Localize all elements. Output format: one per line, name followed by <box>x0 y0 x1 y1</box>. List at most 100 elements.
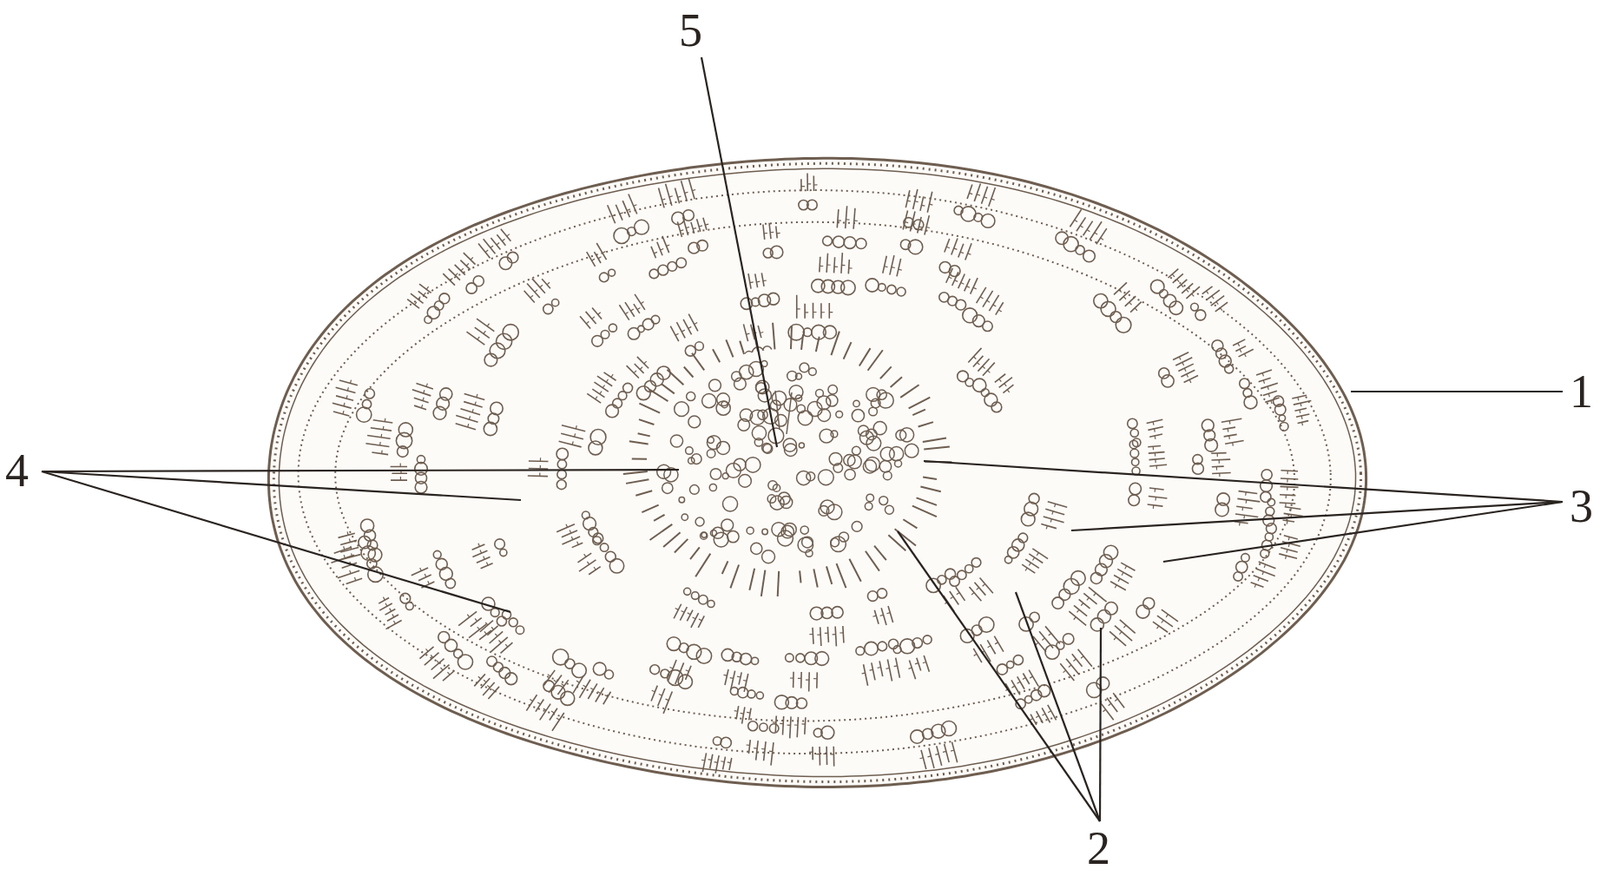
drawing-stroke <box>944 238 950 253</box>
drawing-stroke <box>762 442 772 453</box>
drawing-stroke <box>653 514 665 521</box>
drawing-stroke <box>806 173 809 192</box>
drawing-stroke <box>586 311 597 324</box>
drawing-stroke <box>759 331 764 333</box>
drawing-stroke <box>552 299 560 307</box>
drawing-stroke <box>743 679 747 682</box>
drawing-stroke <box>880 614 884 616</box>
drawing-stroke <box>991 198 995 200</box>
drawing-stroke <box>686 391 696 401</box>
drawing-stroke <box>508 618 518 627</box>
drawing-stroke <box>1286 520 1289 525</box>
drawing-stroke <box>1129 482 1142 495</box>
drawing-stroke <box>362 399 371 409</box>
drawing-stroke <box>884 505 894 514</box>
drawing-stroke <box>1147 426 1164 430</box>
drawing-stroke <box>797 410 813 426</box>
drawing-stroke <box>927 756 931 758</box>
drawing-stroke <box>922 661 927 663</box>
drawing-stroke <box>898 269 903 271</box>
drawing-stroke <box>879 460 891 472</box>
drawing-stroke <box>487 323 489 327</box>
drawing-stroke <box>888 534 906 551</box>
drawing-stroke <box>1205 290 1208 294</box>
drawing-stroke <box>863 664 869 686</box>
drawing-stroke <box>832 236 844 248</box>
drawing-stroke <box>1185 289 1189 292</box>
drawing-stroke <box>546 282 550 285</box>
drawing-stroke <box>609 559 624 573</box>
drawing-stroke <box>973 356 976 360</box>
drawing-stroke <box>796 717 798 738</box>
drawing-stroke <box>464 393 486 400</box>
drawing-stroke <box>414 302 416 305</box>
drawing-stroke <box>436 660 440 664</box>
drawing-stroke <box>1149 464 1167 467</box>
drawing-stroke <box>823 325 837 339</box>
drawing-stroke <box>487 684 490 688</box>
drawing-stroke <box>683 210 695 222</box>
drawing-stroke <box>381 450 383 455</box>
drawing-stroke <box>393 620 396 624</box>
drawing-stroke <box>586 393 601 403</box>
drawing-stroke <box>1011 685 1014 688</box>
drawing-stroke <box>813 184 817 185</box>
drawing-stroke <box>922 635 932 645</box>
drawing-stroke <box>1258 561 1277 569</box>
drawing-stroke <box>923 655 929 672</box>
drawing-stroke <box>684 587 692 595</box>
drawing-stroke <box>811 746 814 760</box>
drawing-stroke <box>829 311 833 313</box>
drawing-stroke <box>1297 421 1310 424</box>
drawing-stroke <box>526 694 537 711</box>
drawing-stroke <box>869 669 874 672</box>
drawing-stroke <box>867 591 878 602</box>
drawing-stroke <box>1123 625 1126 628</box>
drawing-stroke <box>1260 491 1271 502</box>
drawing-stroke <box>688 177 695 199</box>
drawing-stroke <box>1117 568 1133 578</box>
leader-line <box>1071 501 1563 531</box>
drawing-stroke <box>837 219 842 222</box>
drawing-stroke <box>1083 592 1097 604</box>
drawing-stroke <box>1181 283 1193 293</box>
drawing-stroke <box>1089 221 1102 240</box>
drawing-stroke <box>1106 697 1118 712</box>
drawing-stroke <box>779 723 784 725</box>
drawing-stroke <box>547 674 551 677</box>
drawing-stroke <box>660 249 665 251</box>
drawing-stroke <box>370 427 392 431</box>
drawing-stroke <box>924 215 929 235</box>
drawing-stroke <box>1236 560 1248 573</box>
drawing-stroke <box>958 243 964 258</box>
drawing-stroke <box>748 739 751 754</box>
drawing-stroke <box>866 428 877 440</box>
drawing-stroke <box>1043 516 1065 523</box>
drawing-stroke <box>979 617 995 633</box>
drawing-stroke <box>685 447 694 455</box>
drawing-stroke <box>954 280 959 283</box>
drawing-stroke <box>470 256 474 260</box>
drawing-stroke <box>1022 678 1026 680</box>
drawing-stroke <box>400 463 402 468</box>
drawing-stroke <box>733 458 746 471</box>
drawing-stroke <box>797 678 802 679</box>
drawing-stroke <box>1260 480 1273 493</box>
drawing-stroke <box>944 568 955 580</box>
drawing-stroke <box>761 748 765 751</box>
drawing-stroke <box>608 269 616 277</box>
drawing-stroke <box>460 268 464 271</box>
drawing-stroke <box>882 471 892 481</box>
drawing-stroke <box>379 441 382 446</box>
drawing-stroke <box>982 362 995 376</box>
drawing-stroke <box>1221 418 1242 422</box>
drawing-stroke <box>1045 508 1065 514</box>
drawing-stroke <box>1077 609 1080 613</box>
drawing-stroke <box>686 610 693 622</box>
drawing-stroke <box>1285 555 1287 560</box>
drawing-stroke <box>1181 284 1185 288</box>
drawing-stroke <box>843 342 852 359</box>
drawing-stroke <box>683 319 692 336</box>
drawing-stroke <box>349 570 351 574</box>
drawing-stroke <box>691 592 699 600</box>
